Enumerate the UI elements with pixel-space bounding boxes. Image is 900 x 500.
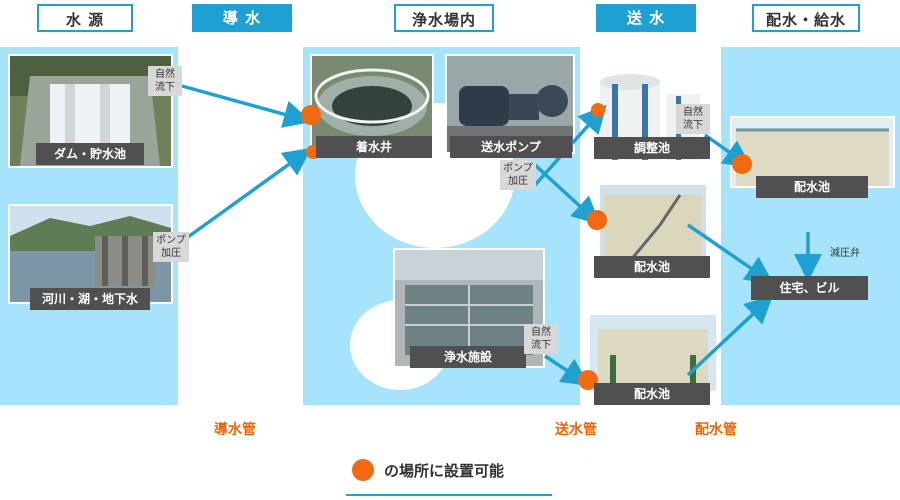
river-photo bbox=[8, 204, 173, 304]
tag-gravity-1: 自然流下 bbox=[148, 66, 182, 96]
tag-gravity-2: 自然流下 bbox=[676, 104, 710, 134]
label-river: 河川・湖・地下水 bbox=[30, 288, 150, 310]
label-pump: 送水ポンプ bbox=[450, 136, 572, 158]
tag-pressure-valve: 減圧弁 bbox=[830, 248, 860, 259]
tag-pump-2: ポンプ加圧 bbox=[500, 160, 536, 190]
pipe-distribution: 配水管 bbox=[695, 422, 737, 438]
label-adjust-pond: 調整池 bbox=[594, 137, 710, 159]
header-source: 水 源 bbox=[37, 4, 133, 32]
legend-text: の場所に設置可能 bbox=[384, 462, 505, 480]
tag-gravity-3: 自然流下 bbox=[524, 324, 558, 354]
marker-receiving-well bbox=[301, 105, 321, 125]
label-receiving-well: 着水井 bbox=[316, 136, 432, 158]
label-purification: 浄水施設 bbox=[410, 346, 526, 368]
label-distribution-pond-2: 配水池 bbox=[594, 383, 710, 405]
marker-distribution-pond-3 bbox=[732, 154, 752, 174]
header-distribution: 配水・給水 bbox=[752, 4, 860, 32]
distribution-panel bbox=[721, 47, 900, 405]
distribution-pond-photo-1 bbox=[598, 183, 708, 263]
tag-pump-1: ポンプ加圧 bbox=[153, 232, 189, 262]
legend-marker bbox=[352, 459, 374, 481]
distribution-pond-photo-2 bbox=[588, 313, 718, 393]
header-plant: 浄水場内 bbox=[394, 4, 494, 32]
label-distribution-pond-1: 配水池 bbox=[594, 256, 710, 278]
header-transmission: 送 水 bbox=[596, 4, 696, 32]
header-conveyance: 導 水 bbox=[192, 4, 292, 32]
label-distribution-pond-3: 配水池 bbox=[756, 176, 868, 198]
pipe-conveyance: 導水管 bbox=[214, 422, 256, 438]
label-dam: ダム・貯水池 bbox=[36, 143, 144, 165]
marker-adjust-pond bbox=[591, 103, 605, 117]
legend-underline bbox=[346, 494, 552, 496]
marker-distribution-pond-2 bbox=[578, 370, 598, 390]
pipe-transmission: 送水管 bbox=[555, 422, 597, 438]
marker-distribution-pond-1 bbox=[587, 210, 607, 230]
label-houses: 住宅、ビル bbox=[751, 276, 868, 300]
